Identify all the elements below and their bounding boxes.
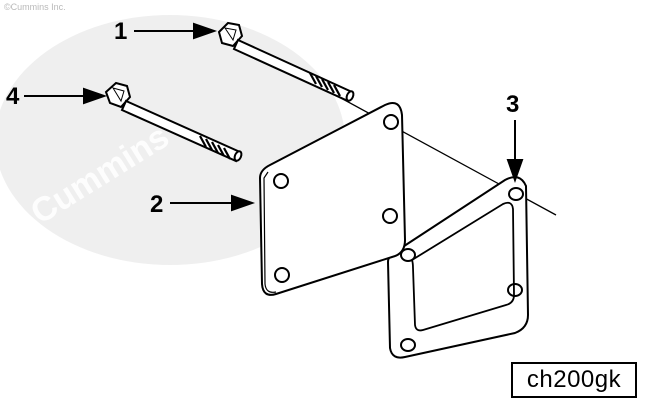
gasket <box>386 176 530 359</box>
callout-arrows <box>24 22 524 212</box>
arrow-2-head <box>231 194 256 212</box>
arrow-3-head <box>506 159 524 184</box>
figure-code-box: ch200gk <box>511 362 637 398</box>
callout-1: 1 <box>114 18 127 45</box>
arrow-4-head <box>83 87 108 105</box>
arrow-1-head <box>193 22 218 40</box>
watermark: ©Cummins Inc. Cummins <box>0 2 345 265</box>
watermark-blob <box>0 15 345 265</box>
figure-code: ch200gk <box>526 366 622 393</box>
watermark-copyright: ©Cummins Inc. <box>4 2 66 12</box>
bolt-lower <box>104 81 243 163</box>
bolt-upper <box>217 21 355 103</box>
callout-3: 3 <box>506 91 519 118</box>
callout-4: 4 <box>6 83 20 110</box>
callout-2: 2 <box>150 191 163 218</box>
cover-plate <box>258 102 407 296</box>
